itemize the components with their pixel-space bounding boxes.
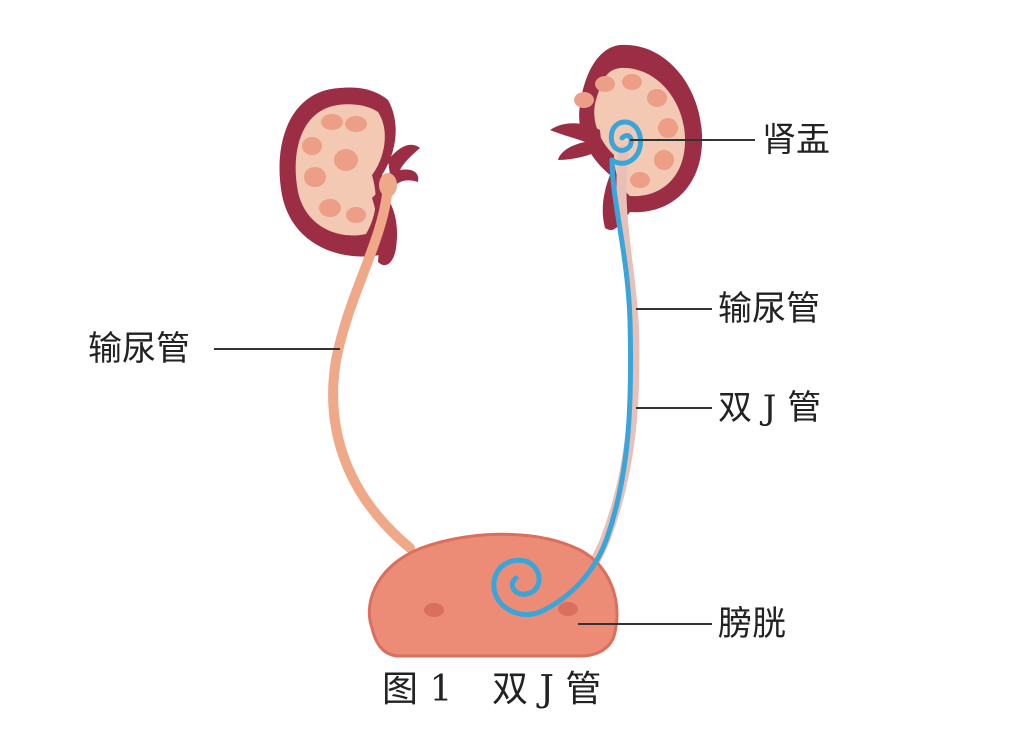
figure-caption: 双 J 管 bbox=[492, 669, 602, 710]
label-double-j-stent: 双 J 管 bbox=[718, 388, 822, 428]
label-ureter-right: 输尿管 bbox=[718, 289, 820, 329]
bladder-left-orifice bbox=[424, 603, 444, 617]
bladder-right-orifice bbox=[558, 602, 578, 616]
stent-shaft bbox=[537, 157, 634, 615]
left-pelvis-junction bbox=[379, 173, 397, 197]
left-kidney-calyces bbox=[302, 114, 367, 223]
right-renal-vessels bbox=[550, 123, 602, 160]
figure-number: 图 1 bbox=[382, 669, 453, 710]
left-ureter-tube bbox=[328, 180, 415, 553]
label-ureter-left: 输尿管 bbox=[88, 329, 190, 369]
left-renal-vessels bbox=[388, 144, 420, 190]
left-ureter bbox=[328, 173, 415, 553]
right-kidney-calyces bbox=[574, 74, 678, 188]
left-kidney-inner bbox=[295, 104, 385, 236]
left-kidney bbox=[279, 87, 420, 266]
leader-lines bbox=[214, 139, 755, 625]
label-bladder: 膀胱 bbox=[718, 604, 786, 644]
stent-lower-coil bbox=[491, 557, 543, 617]
label-renal-pelvis: 肾盂 bbox=[762, 120, 830, 160]
